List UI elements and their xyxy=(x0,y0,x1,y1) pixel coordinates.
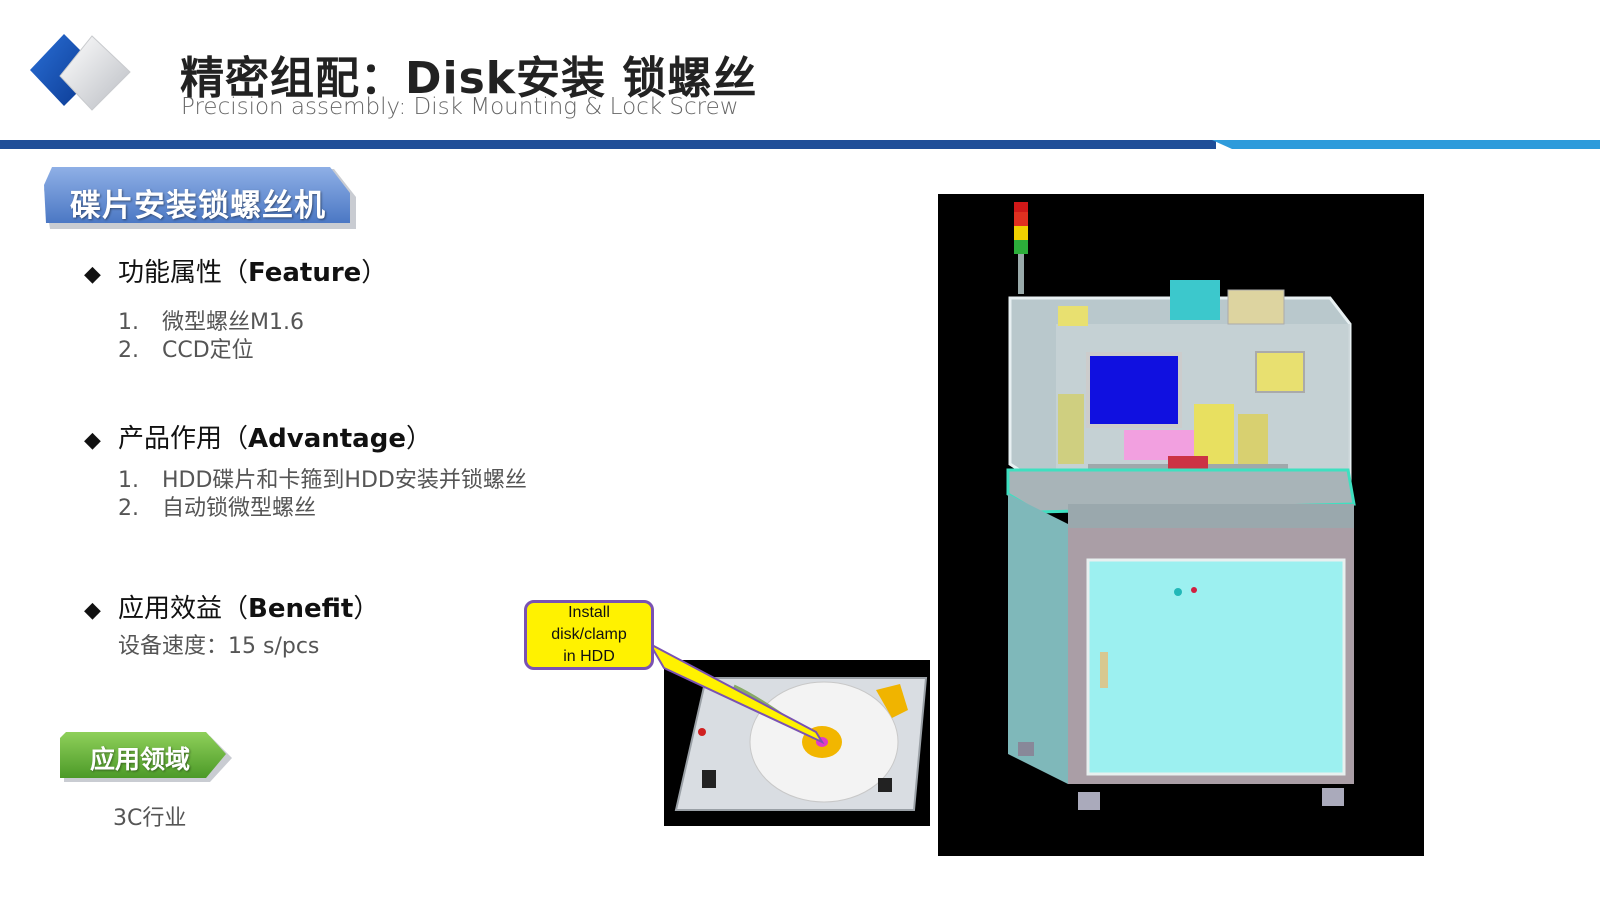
list-item-text: HDD碟片和卡箍到HDD安装并锁螺丝 xyxy=(162,468,527,493)
machine-name-label: 碟片安装锁螺丝机 xyxy=(70,188,326,224)
hdd-disk-image xyxy=(664,660,930,826)
machine-render-image xyxy=(938,194,1424,856)
list-item-text: 自动锁微型螺丝 xyxy=(162,496,317,521)
section-benefit-label-end: ） xyxy=(353,594,380,624)
application-label: 应用领域 xyxy=(90,745,191,774)
section-benefit-label-zh: 应用效益（ xyxy=(118,594,249,624)
diamond-bullet-icon: ◆ xyxy=(84,262,101,287)
list-item-number: 1. xyxy=(118,468,139,493)
diamond-bullet-icon: ◆ xyxy=(84,428,101,453)
section-benefit-heading: ◆ 应用效益（Benefit） xyxy=(84,588,379,625)
page-title: 精密组配：Disk安装 锁螺丝 xyxy=(180,53,758,104)
callout-line-3: in HDD xyxy=(563,648,615,665)
callout-line-2: disk/clamp xyxy=(551,626,627,643)
section-advantage-label-zh: 产品作用（ xyxy=(118,424,249,454)
section-advantage-label-end: ） xyxy=(405,424,432,454)
company-logo xyxy=(30,34,131,111)
page-subtitle: Precision assembly: Disk Mounting & Lock… xyxy=(181,94,739,120)
list-item: 1. 微型螺丝M1.6 xyxy=(118,304,304,336)
list-item: 2. 自动锁微型螺丝 xyxy=(118,490,316,522)
section-benefit-label-en: Benefit xyxy=(248,594,354,624)
section-feature-label-end: ） xyxy=(361,258,388,288)
benefit-speed: 设备速度：15 s/pcs xyxy=(118,634,320,659)
list-item-number: 2. xyxy=(118,496,139,521)
section-advantage-label-en: Advantage xyxy=(248,424,406,454)
list-item-number: 2. xyxy=(118,338,139,363)
application-value: 3C行业 xyxy=(113,806,187,831)
application-banner xyxy=(60,732,232,782)
header-divider-light xyxy=(1212,140,1600,149)
list-item: 2. CCD定位 xyxy=(118,332,254,364)
list-item-number: 1. xyxy=(118,310,139,335)
section-advantage-heading: ◆ 产品作用（Advantage） xyxy=(84,418,432,455)
list-item: 1. HDD碟片和卡箍到HDD安装并锁螺丝 xyxy=(118,462,527,494)
install-callout: Install disk/clamp in HDD xyxy=(524,600,654,670)
header-divider-dark xyxy=(0,140,1216,149)
section-feature-label-zh: 功能属性（ xyxy=(118,258,249,288)
list-item-text: CCD定位 xyxy=(162,338,254,363)
section-feature-label-en: Feature xyxy=(248,258,362,288)
diamond-bullet-icon: ◆ xyxy=(84,598,101,623)
callout-line-1: Install xyxy=(568,604,610,621)
machine-name-banner xyxy=(44,167,356,229)
list-item-text: 微型螺丝M1.6 xyxy=(162,310,304,335)
section-feature-heading: ◆ 功能属性（Feature） xyxy=(84,252,387,289)
